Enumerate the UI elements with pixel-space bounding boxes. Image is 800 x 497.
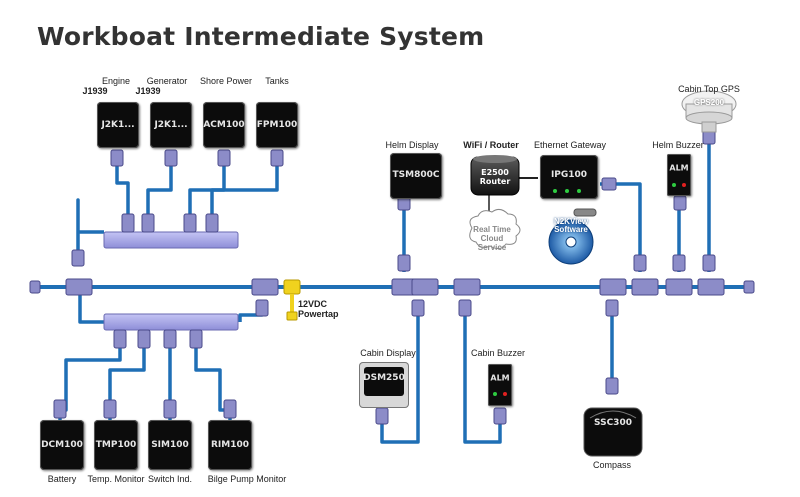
gateway-led-1 [553, 189, 557, 193]
compass-model: SSC300 [594, 418, 632, 428]
cabin-buzzer-device: ALM [488, 364, 512, 406]
cabin-display-device: DSM250 [359, 362, 409, 408]
temp-monitor-device: TMP100 [94, 420, 138, 470]
powertap [283, 279, 301, 321]
helm-buzzer-label: Helm Buzzer [652, 140, 704, 150]
helm-display-device: TSM800C [390, 153, 442, 199]
battery-label: Battery [47, 474, 77, 484]
software-label: N2KView Software [553, 217, 589, 234]
cabin-buzzer-led-red [503, 392, 507, 396]
router-device [470, 155, 520, 196]
engine-model: J2K1... [101, 120, 135, 130]
upper-manifold [103, 231, 239, 249]
helm-buzzer-led-red [682, 183, 686, 187]
powertap-label: 12VDC Powertap [298, 299, 339, 319]
engine-device: J2K1... [97, 102, 139, 148]
gateway-led-3 [577, 189, 581, 193]
switch-ind-model: SIM100 [151, 440, 189, 450]
cabin-display-label: Cabin Display [360, 348, 416, 358]
helm-buzzer-device: ALM [667, 154, 691, 196]
temp-monitor-model: TMP100 [95, 440, 137, 450]
gps-model: GPS200 [693, 98, 725, 107]
helm-display-label: Helm Display [385, 140, 439, 150]
lower-manifold [103, 313, 239, 331]
gps-dome [681, 90, 737, 133]
compass-label: Compass [592, 460, 632, 470]
generator-protocol-label: J1939 [135, 86, 161, 96]
switch-ind-label: Switch Ind. [147, 474, 193, 484]
helm-display-model: TSM800C [392, 170, 440, 180]
shore-power-label: Shore Power [199, 76, 253, 86]
cabin-display-model: DSM250 [363, 373, 405, 383]
router-model: E2500 Router [479, 168, 511, 186]
battery-model: DCM100 [41, 440, 83, 450]
backbone-tees [29, 278, 755, 296]
cloud-shape [469, 208, 521, 250]
page-title: Workboat Intermediate System [37, 22, 485, 51]
drop-connectors [53, 129, 716, 425]
helm-buzzer-model: ALM [669, 163, 689, 173]
tanks-label: Tanks [265, 76, 289, 86]
shore-power-device: ACM100 [203, 102, 245, 148]
gps-label: Cabin Top GPS [678, 84, 740, 94]
cabin-buzzer-model: ALM [490, 373, 510, 383]
shore-power-model: ACM100 [203, 120, 245, 130]
compass-device [583, 407, 643, 457]
cabin-buzzer-led-green [493, 392, 497, 396]
tanks-device: FPM100 [256, 102, 298, 148]
helm-buzzer-led-green [672, 183, 676, 187]
router-label: WiFi / Router [463, 140, 519, 150]
bilge-pump-device: RIM100 [208, 420, 252, 470]
battery-device: DCM100 [40, 420, 84, 470]
software-cd [548, 208, 597, 265]
generator-label: Generator [146, 76, 188, 86]
engine-protocol-label: J1939 [82, 86, 108, 96]
tanks-model: FPM100 [256, 120, 298, 130]
bilge-pump-model: RIM100 [210, 440, 250, 450]
generator-model: J2K1... [154, 120, 188, 130]
cloud-label: Real Time Cloud Service [473, 225, 511, 252]
generator-device: J2K1... [150, 102, 192, 148]
gateway-label: Ethernet Gateway [533, 140, 607, 150]
engine-label: Engine [101, 76, 131, 86]
gateway-led-2 [565, 189, 569, 193]
temp-monitor-label: Temp. Monitor [87, 474, 145, 484]
gateway-device: IPG100 [540, 155, 598, 199]
switch-ind-device: SIM100 [148, 420, 192, 470]
gateway-model: IPG100 [550, 170, 588, 180]
bilge-pump-label: Bilge Pump Monitor [207, 474, 287, 484]
cabin-buzzer-label: Cabin Buzzer [470, 348, 526, 358]
